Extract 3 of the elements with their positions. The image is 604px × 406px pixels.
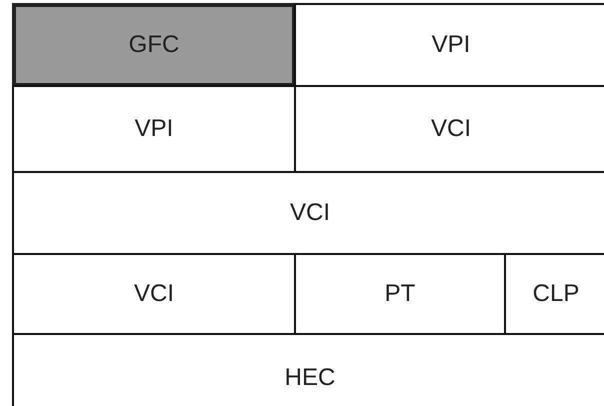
header-field: GFC (12, 3, 296, 87)
header-field: VPI (12, 85, 296, 173)
header-field: VPI (294, 3, 604, 87)
